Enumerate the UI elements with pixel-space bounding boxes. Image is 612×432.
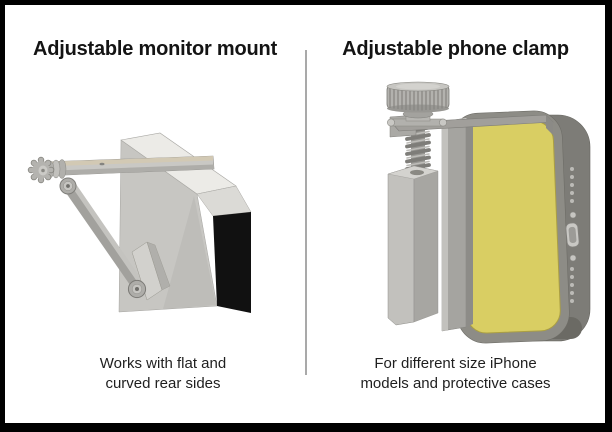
monitor-mount-panel: Adjustable monitor mount <box>5 5 305 423</box>
monitor-mount-render <box>27 132 252 313</box>
phone-clamp-render <box>386 81 591 344</box>
cross-pin <box>387 118 447 127</box>
caption-line: curved rear sides <box>105 374 221 392</box>
left-panel-title: Adjustable monitor mount <box>32 38 278 60</box>
caption-line: Works with flat and <box>99 355 227 372</box>
charging-port <box>565 222 580 248</box>
phone-clamp-panel: Adjustable phone clamp <box>306 5 605 423</box>
clamp-jaw-block <box>387 165 439 326</box>
phone-body <box>450 110 591 344</box>
left-panel-caption: Works with flat and curved rear sides <box>13 354 313 393</box>
caption-line: models and protective cases <box>360 374 551 392</box>
knurled-knob <box>386 81 450 113</box>
vertical-divider <box>305 50 307 375</box>
caption-line: For different size iPhone <box>374 355 537 372</box>
right-panel-caption: For different size iPhone models and pro… <box>306 354 605 393</box>
upper-hinge-bolt <box>59 177 77 195</box>
tension-knob <box>27 156 67 184</box>
clamp-rail <box>441 117 473 332</box>
lower-hinge-bolt <box>127 279 147 299</box>
clamp-bar <box>40 155 215 177</box>
right-panel-title: Adjustable phone clamp <box>342 38 569 60</box>
support-strut <box>64 183 142 290</box>
phone-side-buttons <box>565 167 580 303</box>
